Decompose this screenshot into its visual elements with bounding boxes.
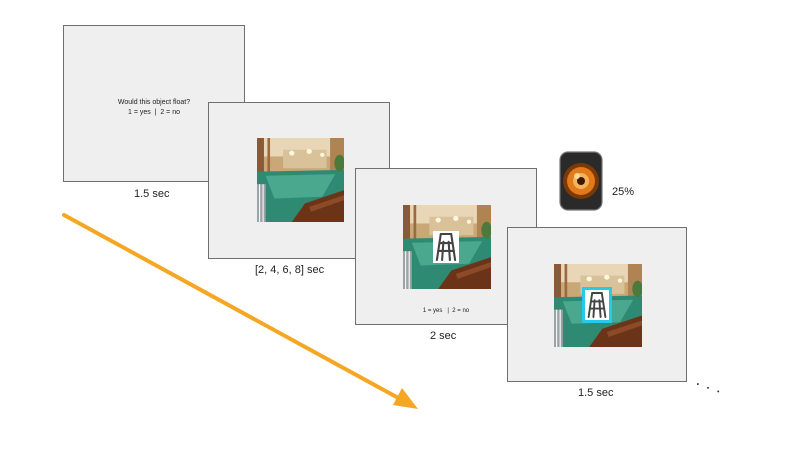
screen-feedback	[507, 227, 687, 382]
screen-object: 1 = yes | 2 = no	[355, 168, 537, 325]
response-options: 1 = yes | 2 = no	[127, 109, 181, 116]
audio-percent: 25%	[612, 186, 635, 198]
duration-label: 1.5 sec	[578, 387, 614, 399]
duration-label: 1.5 sec	[134, 188, 170, 200]
arrow-head	[393, 388, 418, 409]
speaker-icon	[559, 151, 603, 211]
duration-label: [2, 4, 6, 8] sec	[255, 264, 325, 276]
chair-object-image	[433, 231, 459, 263]
question-text: Would this object float?	[117, 99, 191, 106]
duration-label: 2 sec	[430, 330, 457, 342]
pool-scene-image	[257, 138, 344, 222]
response-options: 1 = yes | 2 = no	[422, 308, 470, 314]
chair-object-highlighted	[582, 287, 612, 323]
